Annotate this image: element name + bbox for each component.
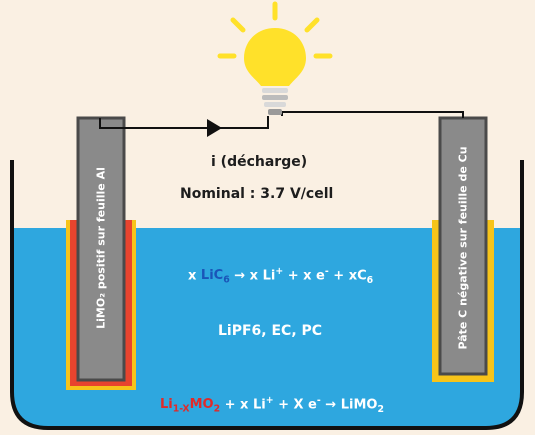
right-electrode-label: Pâte C négative sur feuille de Cu xyxy=(456,146,470,350)
current-arrow-icon xyxy=(207,119,222,137)
container-wall xyxy=(10,160,524,430)
anode-species: LiC6 xyxy=(200,268,230,286)
nominal-voltage: Nominal : 3.7 V/cell xyxy=(180,186,334,202)
left-electrode-label: LiMO₂ positif sur feuille Al xyxy=(94,167,108,329)
electrolyte-label: LiPF6, EC, PC xyxy=(218,323,323,339)
wire-right xyxy=(281,111,464,118)
light-bulb-icon xyxy=(217,1,333,115)
cathode-species: Li1-XMO2 xyxy=(160,397,221,415)
current-label: i (décharge) xyxy=(211,154,308,170)
wire-left xyxy=(99,116,269,129)
anode-reaction: x LiC6 → x Li+ + x e- + xC6 xyxy=(188,266,374,286)
cathode-reaction: Li1-XMO2 + x Li+ + X e- → LiMO2 xyxy=(160,395,384,415)
electrolyte xyxy=(12,228,522,428)
right-electrode xyxy=(438,116,488,376)
